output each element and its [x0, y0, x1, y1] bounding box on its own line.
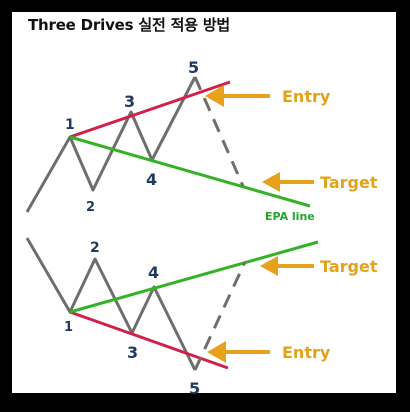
bottom-target-label: Target	[320, 257, 378, 276]
diagram-panel	[12, 12, 396, 393]
bottom-price-path	[25, 237, 197, 371]
top-pattern: 1 2 3 4 5 Entry Target EPA line	[25, 58, 378, 223]
top-price-path	[25, 76, 197, 213]
top-epa-label: EPA line	[265, 210, 315, 223]
top-point-1: 1	[65, 117, 75, 133]
bottom-point-2: 2	[90, 240, 100, 256]
top-epa-line	[69, 135, 311, 208]
top-point-5: 5	[188, 58, 199, 77]
top-point-3: 3	[124, 92, 135, 111]
top-projected-path	[193, 76, 245, 187]
top-entry-label: Entry	[282, 87, 331, 106]
top-point-4: 4	[146, 170, 157, 189]
top-target-arrow-icon	[262, 172, 314, 192]
bottom-target-arrow-icon	[260, 256, 314, 276]
bottom-point-1: 1	[64, 320, 73, 335]
top-entry-arrow-icon	[205, 85, 270, 107]
bottom-projected-path	[193, 261, 247, 371]
bottom-point-5: 5	[189, 379, 200, 398]
bottom-point-4: 4	[148, 263, 159, 282]
bottom-entry-arrow-icon	[207, 341, 270, 363]
top-upper-trendline	[69, 80, 231, 139]
bottom-epa-line	[69, 240, 319, 314]
bottom-lower-trendline	[69, 310, 229, 370]
bottom-point-3: 3	[127, 343, 138, 362]
top-target-label: Target	[320, 173, 378, 192]
bottom-pattern: 1 2 3 4 5 Target Entry	[25, 237, 378, 398]
diagram-title: Three Drives 실전 적용 방법	[28, 16, 231, 34]
top-point-2: 2	[86, 200, 95, 215]
bottom-entry-label: Entry	[282, 343, 331, 362]
